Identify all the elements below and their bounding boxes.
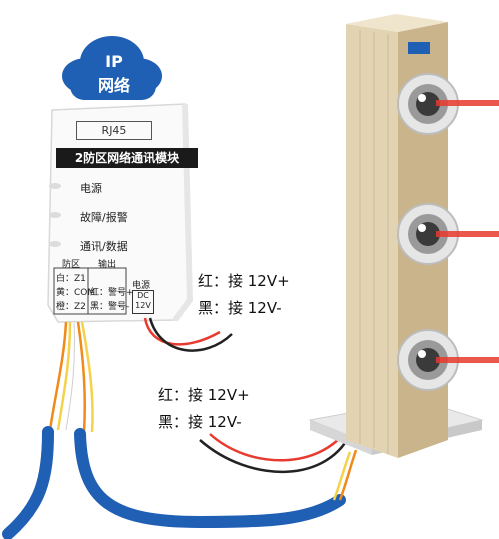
infrared-beams: [436, 100, 499, 363]
power-dc-label: DC: [137, 291, 149, 300]
lens-bottom: [397, 329, 459, 391]
upper-red-wire-note: 红：接 12V+: [198, 272, 290, 290]
rj45-port-label: RJ45: [76, 121, 152, 140]
terminal-row-white: 白：Z1: [56, 274, 86, 284]
lower-black-wire-note: 黑：接 12V-: [158, 413, 242, 431]
cloud-label-network: 网络: [97, 76, 130, 95]
terminal-header-output: 输出: [98, 260, 117, 270]
led-label-power: 电源: [80, 182, 102, 195]
cloud-label-ip: IP: [105, 52, 123, 71]
power-voltage-label: 12V: [135, 301, 151, 310]
indicator-window: [408, 42, 430, 54]
fault-led: [49, 212, 61, 218]
tower-wires: [199, 427, 358, 501]
terminal-header-zone: 防区: [62, 260, 81, 270]
lower-red-wire-note: 红：接 12V+: [158, 386, 250, 404]
terminal-row-orange: 橙：Z2: [56, 302, 86, 312]
output-row-red: 红：警号+: [90, 288, 134, 298]
lens-middle: [397, 203, 459, 265]
module-wires: [48, 317, 233, 433]
beam-tower: [308, 14, 499, 458]
blue-cable: [2, 426, 346, 539]
upper-black-wire-note: 黑：接 12V-: [198, 299, 282, 317]
cloud-icon: [62, 36, 162, 100]
terminal-row-yellow: 黄：COM: [56, 288, 96, 298]
module-title: 2防区网络通讯模块: [56, 148, 198, 168]
led-label-fault: 故障/报警: [80, 211, 128, 224]
power-led: [49, 183, 61, 189]
output-row-black: 黑：警号-: [90, 302, 130, 312]
comm-led: [49, 241, 61, 247]
power-spec-box: DC 12V: [132, 290, 154, 314]
led-label-comm: 通讯/数据: [80, 240, 128, 253]
power-label: 电源: [132, 281, 151, 291]
